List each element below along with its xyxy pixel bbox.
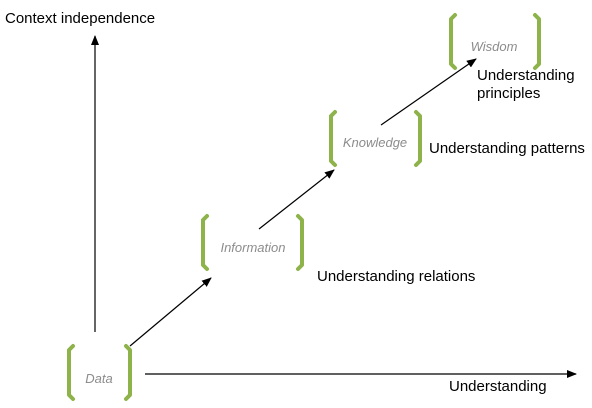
stage-wisdom-description-line-1: Understanding (477, 67, 575, 84)
stage-knowledge-left-bracket (329, 110, 337, 167)
stage-wisdom-label: Wisdom (471, 39, 518, 54)
stage-knowledge-right-bracket (414, 110, 422, 167)
stage-data: Data (67, 344, 132, 401)
arrow-information-to-knowledge (258, 169, 335, 230)
stage-information: Information Understanding relations (201, 214, 475, 285)
stage-information-right-bracket (296, 214, 304, 271)
stage-data-label: Data (85, 371, 112, 386)
stage-wisdom-left-bracket (449, 13, 457, 70)
stage-data-right-bracket (124, 344, 132, 401)
arrow-knowledge-to-wisdom (380, 58, 477, 126)
stage-knowledge-label: Knowledge (343, 135, 407, 150)
stage-wisdom-description-line-2: principles (477, 85, 540, 102)
y-axis-title: Context independence (5, 10, 155, 27)
stage-knowledge-description: Understanding patterns (429, 140, 585, 157)
arrow-data-to-information (129, 277, 212, 347)
stage-information-description: Understanding relations (317, 268, 475, 285)
stage-data-left-bracket (67, 344, 75, 401)
stage-information-left-bracket (201, 214, 209, 271)
stage-wisdom: Wisdom Understanding principles (449, 13, 575, 102)
x-axis-title: Understanding (449, 378, 547, 395)
stage-wisdom-right-bracket (533, 13, 541, 70)
stage-information-label: Information (220, 240, 285, 255)
stage-knowledge: Knowledge Understanding patterns (329, 110, 585, 167)
